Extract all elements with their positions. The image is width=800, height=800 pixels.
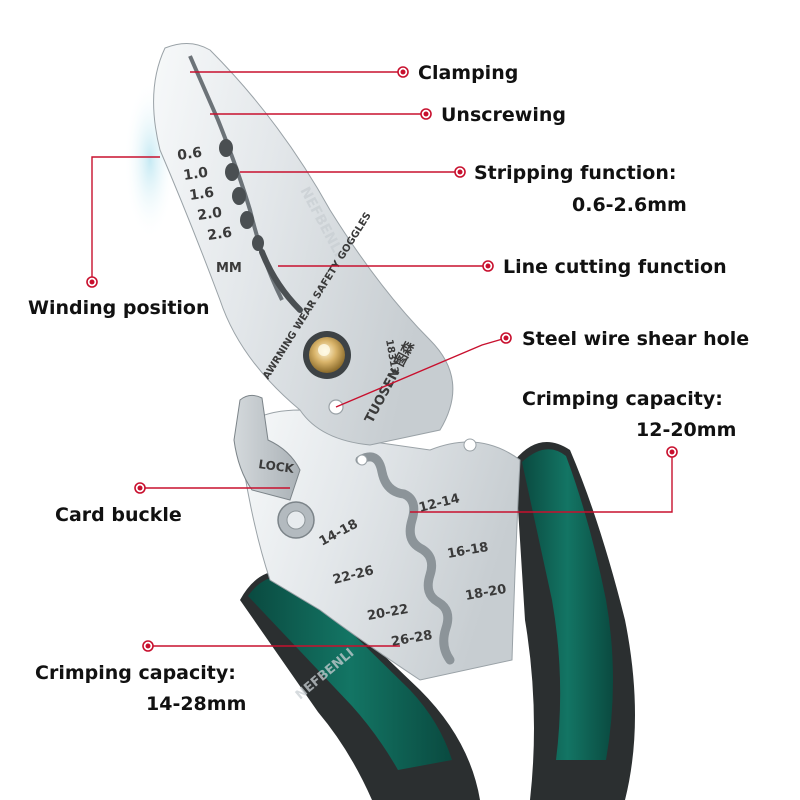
label-stripping: Stripping function: xyxy=(474,162,676,184)
label-steel-wire: Steel wire shear hole xyxy=(522,328,749,350)
label-winding: Winding position xyxy=(28,297,210,319)
label-unscrewing: Unscrewing xyxy=(441,104,566,126)
strip-unit: MM xyxy=(216,261,242,276)
crimp-right-1: 16-18 xyxy=(446,540,490,562)
lock-buckle: LOCK xyxy=(233,394,315,539)
stripping-holes xyxy=(219,139,264,251)
crimp-notches xyxy=(355,452,455,665)
label-clamping: Clamping xyxy=(418,62,518,84)
crimp-left-3: 26-28 xyxy=(390,628,434,650)
lock-label: LOCK xyxy=(258,457,296,476)
label-stripping-range: 0.6-2.6mm xyxy=(572,194,687,216)
strip-size-2: 1.6 xyxy=(188,185,215,204)
label-crimp-upper: Crimping capacity: xyxy=(522,388,723,410)
cutting-blade xyxy=(259,249,303,313)
strip-size-1: 1.0 xyxy=(182,165,209,184)
crimp-jaw xyxy=(237,409,521,681)
right-handle xyxy=(515,442,635,800)
crimp-right-2: 18-20 xyxy=(464,582,508,604)
strip-size-0: 0.6 xyxy=(176,145,203,164)
stripper-head: 0.6 1.0 1.6 2.0 2.6 MM NEFBENLI AWRNING … xyxy=(153,43,454,446)
label-crimp-lower: Crimping capacity: xyxy=(35,662,236,684)
label-crimp-lower-range: 14-28mm xyxy=(146,693,246,715)
left-handle: NEFBENLI xyxy=(240,570,480,800)
strip-size-3: 2.0 xyxy=(196,205,223,224)
label-card-buckle: Card buckle xyxy=(55,504,182,526)
label-line-cutting: Line cutting function xyxy=(503,256,727,278)
callout-labels: Clamping Unscrewing Stripping function: … xyxy=(28,62,749,715)
strip-size-4: 2.6 xyxy=(206,225,233,244)
leader-lines xyxy=(86,66,678,652)
crimp-left-2: 20-22 xyxy=(366,602,410,624)
label-crimp-upper-range: 12-20mm xyxy=(636,419,736,441)
